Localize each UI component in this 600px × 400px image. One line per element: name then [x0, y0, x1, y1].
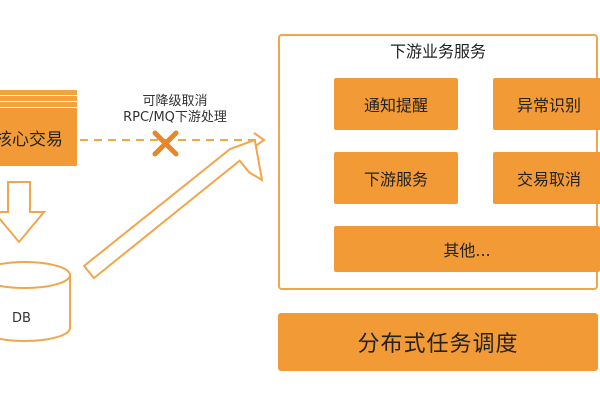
distributed-task-scheduler: 分布式任务调度 — [278, 313, 598, 371]
down-arrow-icon — [0, 181, 47, 244]
annotation-line2: RPC/MQ下游处理 — [123, 110, 227, 125]
annotation-line1: 可降级取消 — [142, 94, 208, 109]
db-cylinder-icon — [0, 261, 71, 342]
service-downstream: 下游服务 — [334, 152, 458, 204]
distributed-task-scheduler-label: 分布式任务调度 — [357, 332, 519, 357]
downstream-panel-title: 下游业务服务 — [389, 42, 486, 61]
service-other: 其他... — [334, 226, 600, 272]
service-other-label: 其他... — [443, 241, 491, 260]
annotation: 可降级取消 RPC/MQ下游处理 — [100, 94, 250, 126]
db-label: DB — [12, 311, 31, 326]
service-trade-cancel: 交易取消 — [493, 152, 600, 204]
service-notification: 通知提醒 — [334, 78, 458, 130]
core-trade-label: 核心交易 — [0, 129, 63, 150]
cross-icon — [152, 130, 179, 157]
service-downstream-label: 下游服务 — [363, 170, 428, 189]
core-trade-box: 核心交易 — [0, 107, 78, 167]
service-anomaly-detection: 异常识别 — [493, 78, 600, 130]
service-notification-label: 通知提醒 — [363, 96, 428, 115]
diagonal-arrow-icon — [82, 138, 264, 280]
service-anomaly-detection-label: 异常识别 — [517, 96, 582, 115]
service-trade-cancel-label: 交易取消 — [517, 170, 582, 189]
